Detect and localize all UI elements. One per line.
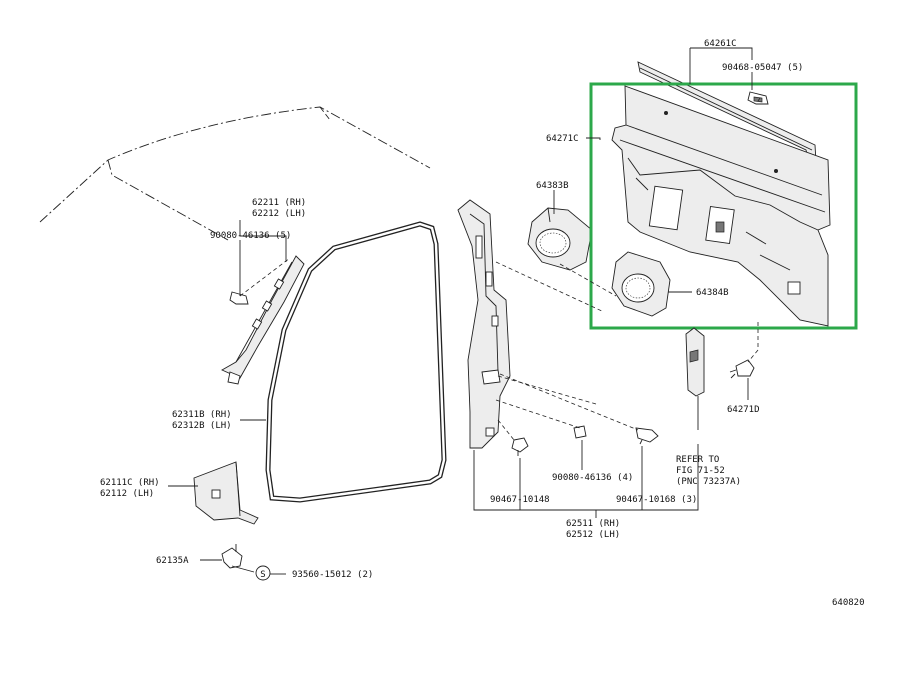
cowl-side-trim-62111c <box>193 461 259 525</box>
refer-to-line2: FIG 71-52 <box>676 466 725 476</box>
a-pillar-garnish-62211 <box>221 255 305 385</box>
fastener-64271d <box>729 359 755 379</box>
guide-line <box>559 263 617 297</box>
speaker-box-64383b <box>527 207 593 271</box>
screw-90467-10148 <box>511 437 529 456</box>
hole-mark <box>664 111 668 115</box>
back-panel-trim-64271c <box>611 85 831 327</box>
label-90080-lower: 90080-46136 (4) <box>552 473 633 483</box>
diagram-number: 640820 <box>832 598 865 608</box>
label-62311b: 62311B (RH) <box>172 410 232 420</box>
clip-90080-upper <box>229 291 249 305</box>
cab-roof-outline <box>39 106 431 241</box>
screw-90467-10168 <box>635 427 659 445</box>
label-62112: 62112 (LH) <box>100 489 154 499</box>
clip-90468 <box>747 91 769 105</box>
label-64383b: 64383B <box>536 181 569 191</box>
clip-90080-lower <box>573 425 587 439</box>
label-90080-upper: 90080-46136 (5) <box>210 231 291 241</box>
label-90467-10148: 90467-10148 <box>490 495 550 505</box>
refer-to-line1: REFER TO <box>676 455 719 465</box>
guide-line <box>239 257 291 297</box>
label-62512: 62512 (LH) <box>566 530 620 540</box>
refer-to-line3: (PNC 73237A) <box>676 477 741 487</box>
label-64271c: 64271C <box>546 134 579 144</box>
label-64271d: 64271D <box>727 405 760 415</box>
label-62111c: 62111C (RH) <box>100 478 160 488</box>
label-62312b: 62312B (LH) <box>172 421 232 431</box>
guide-line <box>755 97 761 105</box>
label-62212: 62212 (LH) <box>252 209 306 219</box>
guide-line <box>747 322 759 363</box>
label-93560: 93560-15012 (2) <box>292 570 373 580</box>
screw-symbol: S <box>260 570 265 580</box>
guide-line <box>497 419 515 441</box>
guide-line <box>495 261 605 313</box>
label-62511: 62511 (RH) <box>566 519 620 529</box>
label-90467-10168: 90467-10168 (3) <box>616 495 697 505</box>
guide-line <box>499 373 639 431</box>
label-64261c: 64261C <box>704 39 737 49</box>
hole-mark <box>774 169 778 173</box>
speaker-box-64384b <box>611 251 671 317</box>
label-90468: 90468-05047 (5) <box>722 63 803 73</box>
label-64384b: 64384B <box>696 288 729 298</box>
leader-lines <box>168 47 753 575</box>
label-62135a: 62135A <box>156 556 189 566</box>
screw-symbol-circle <box>255 565 271 581</box>
highlight-box <box>589 82 858 330</box>
label-62211: 62211 (RH) <box>252 198 306 208</box>
bracket-62135a <box>221 544 243 569</box>
refer-strip-part <box>685 327 705 397</box>
center-pillar-garnish-62511 <box>457 199 511 449</box>
guide-line <box>495 399 581 429</box>
guide-line <box>497 375 597 405</box>
door-weatherstrip-62311b <box>265 221 447 503</box>
